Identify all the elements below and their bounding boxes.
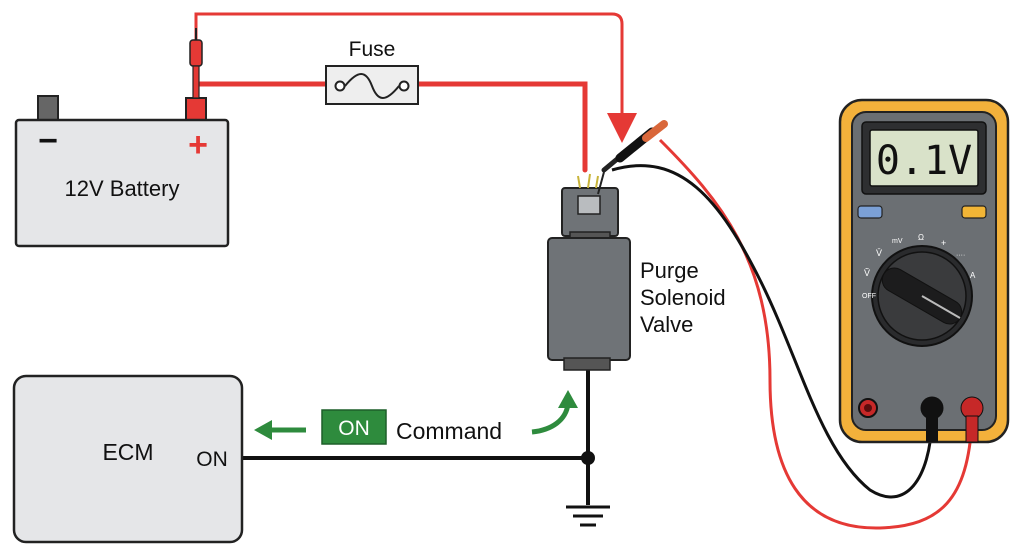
solenoid-valve-icon	[547, 173, 631, 371]
valve-label-line3: Valve	[640, 312, 693, 337]
dial-label-ohm: Ω	[918, 233, 924, 242]
backprobe-icon	[597, 120, 668, 195]
command-label: Command	[396, 418, 502, 444]
valve-label-line1: Purge	[640, 258, 699, 283]
battery-probe-red-lead	[194, 12, 637, 143]
command-up-arrow-icon	[531, 390, 578, 435]
command-left-arrow-icon	[254, 420, 306, 440]
fuse-label: Fuse	[349, 38, 396, 61]
ecm-box	[12, 374, 244, 544]
valve-label-line2: Solenoid	[640, 285, 726, 310]
supply-wire	[193, 81, 588, 173]
meter-black-lead	[611, 164, 934, 499]
dial-label-off: OFF	[862, 293, 876, 300]
command-on-badge-bg	[321, 409, 387, 445]
dial-label-plus: +	[941, 238, 946, 248]
dial-label-vdc: V̄	[876, 248, 882, 258]
dial-label-amps: A	[970, 271, 976, 280]
battery-probe-icon	[189, 28, 203, 99]
dial-label-vac: Ṽ	[864, 268, 870, 278]
fuse-icon	[325, 65, 419, 105]
dial-label-continuity: ····	[956, 252, 965, 259]
battery-icon	[14, 95, 230, 248]
multimeter-icon	[838, 98, 1010, 444]
battery-label: 12V Battery	[65, 176, 180, 201]
battery-negative-symbol: −	[38, 122, 58, 160]
battery-positive-symbol: +	[188, 126, 208, 164]
ecm-label: ECM	[102, 439, 153, 465]
ecm-output-label: ON	[196, 448, 228, 471]
junction-dot	[581, 451, 595, 465]
ground-symbol-icon	[566, 505, 610, 527]
dial-label-mv: mV	[892, 238, 903, 245]
command-on-badge: ON	[338, 417, 370, 440]
multimeter-display: 0.1V	[876, 138, 972, 184]
